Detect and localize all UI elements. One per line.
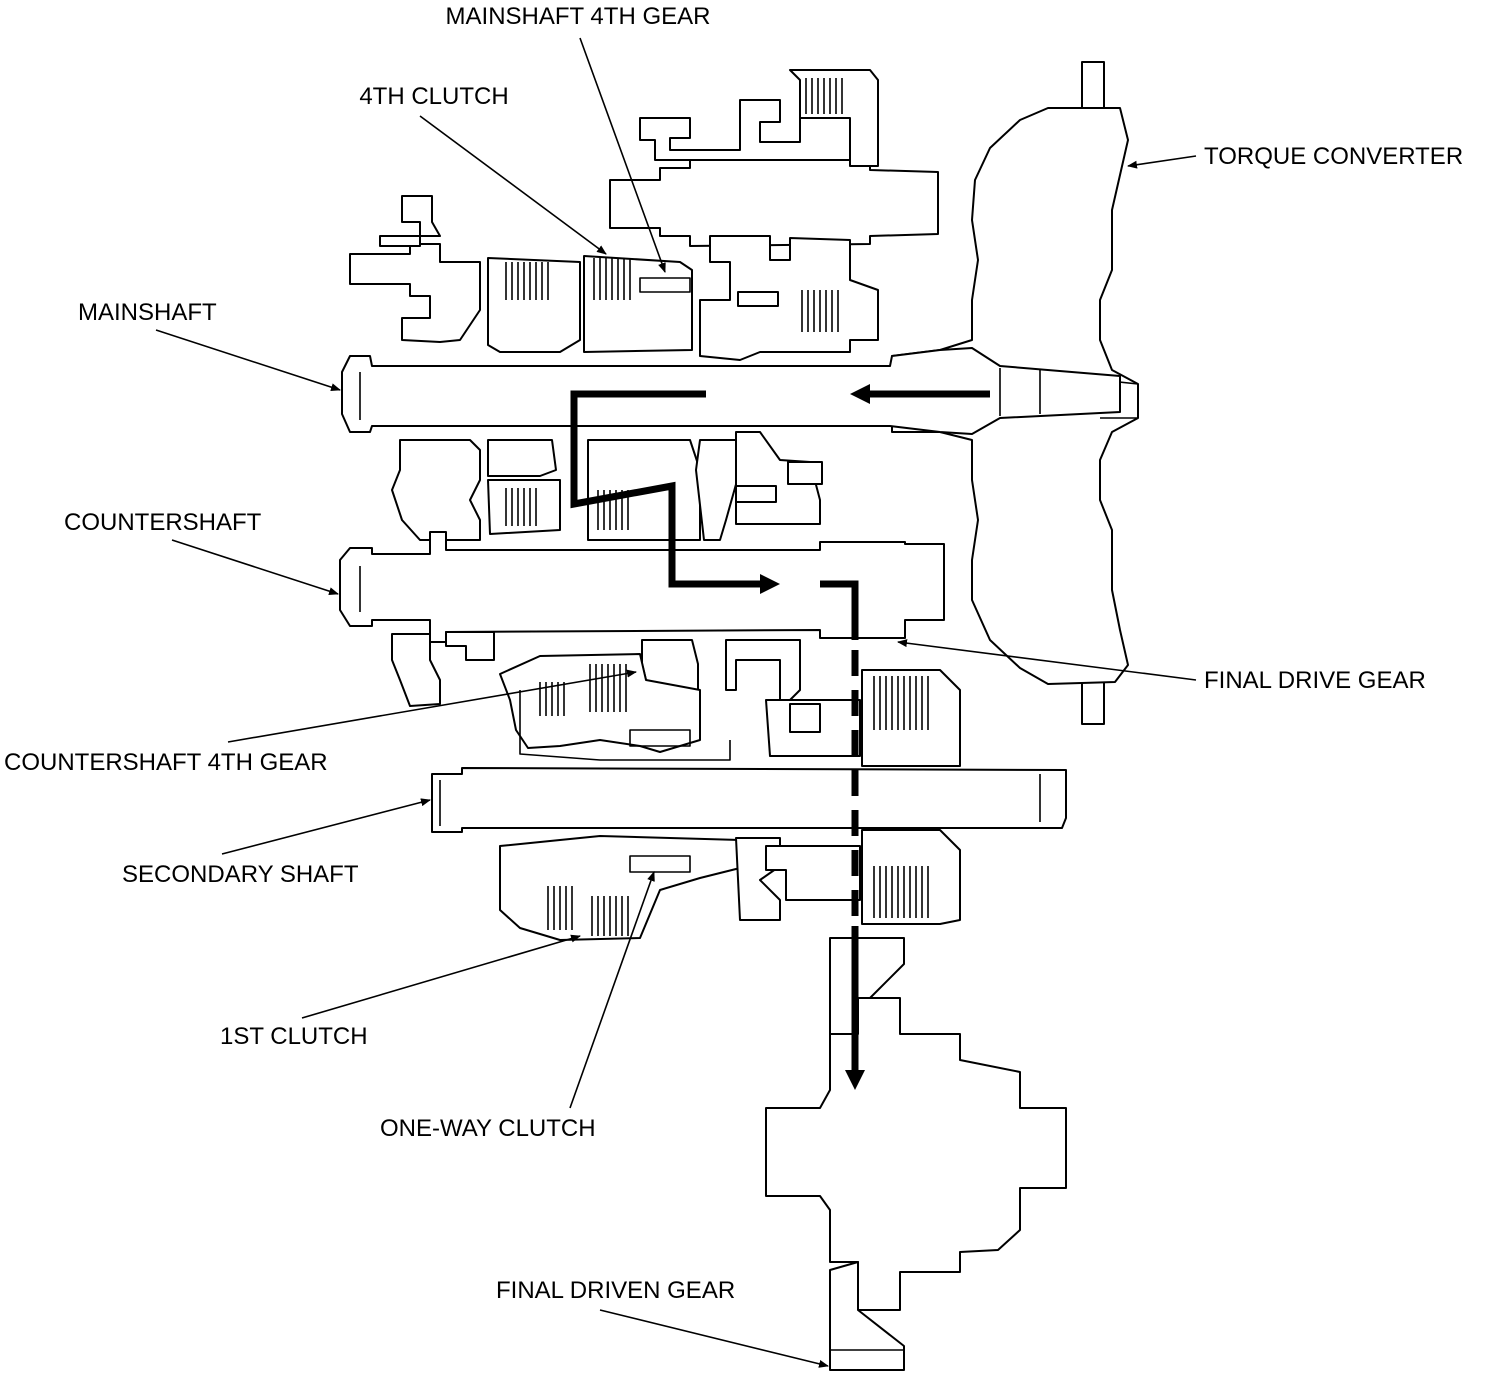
leader-torque-converter [1127, 155, 1197, 169]
countershaft [339, 531, 945, 643]
secondary-upper-assembly [499, 653, 961, 767]
label-final-drive-gear: FINAL DRIVE GEAR [1204, 667, 1426, 694]
label-countershaft-4th-gear: COUNTERSHAFT 4TH GEAR [4, 749, 328, 776]
leader-mainshaft [155, 329, 341, 392]
power-flow-path [570, 384, 990, 1090]
mainshaft [341, 347, 1121, 435]
mainshaft-upper-assembly [609, 69, 939, 361]
secondary-shaft [431, 767, 1067, 833]
label-first-clutch: 1ST CLUTCH [220, 1023, 368, 1050]
label-final-driven-gear: FINAL DRIVEN GEAR [496, 1277, 735, 1304]
leader-first-clutch [301, 934, 581, 1019]
differential-assembly [765, 937, 1067, 1371]
leader-mainshaft-4th-gear [579, 37, 666, 273]
label-mainshaft-4th-gear: MAINSHAFT 4TH GEAR [446, 3, 711, 30]
leader-secondary-shaft [221, 798, 431, 855]
leader-countershaft-4th-gear [227, 669, 637, 743]
leader-countershaft [171, 539, 339, 596]
labels: MAINSHAFT 4TH GEAR 4TH CLUTCH TORQUE CON… [4, 3, 1463, 1304]
mainshaft-lower-assembly [391, 431, 823, 541]
leader-fourth-clutch [419, 115, 607, 255]
leader-final-driven-gear [599, 1309, 829, 1368]
leader-final-drive-gear [897, 639, 1197, 681]
secondary-lower-assembly [499, 829, 961, 941]
fourth-clutch-assembly [349, 195, 693, 353]
label-secondary-shaft: SECONDARY SHAFT [122, 861, 359, 888]
label-torque-converter: TORQUE CONVERTER [1204, 143, 1463, 170]
leader-one-way-clutch [569, 871, 655, 1109]
label-mainshaft: MAINSHAFT [78, 299, 217, 326]
label-one-way-clutch: ONE-WAY CLUTCH [380, 1115, 596, 1142]
leader-lines [155, 37, 1197, 1368]
label-countershaft: COUNTERSHAFT [64, 509, 262, 536]
label-fourth-clutch: 4TH CLUTCH [359, 83, 508, 110]
